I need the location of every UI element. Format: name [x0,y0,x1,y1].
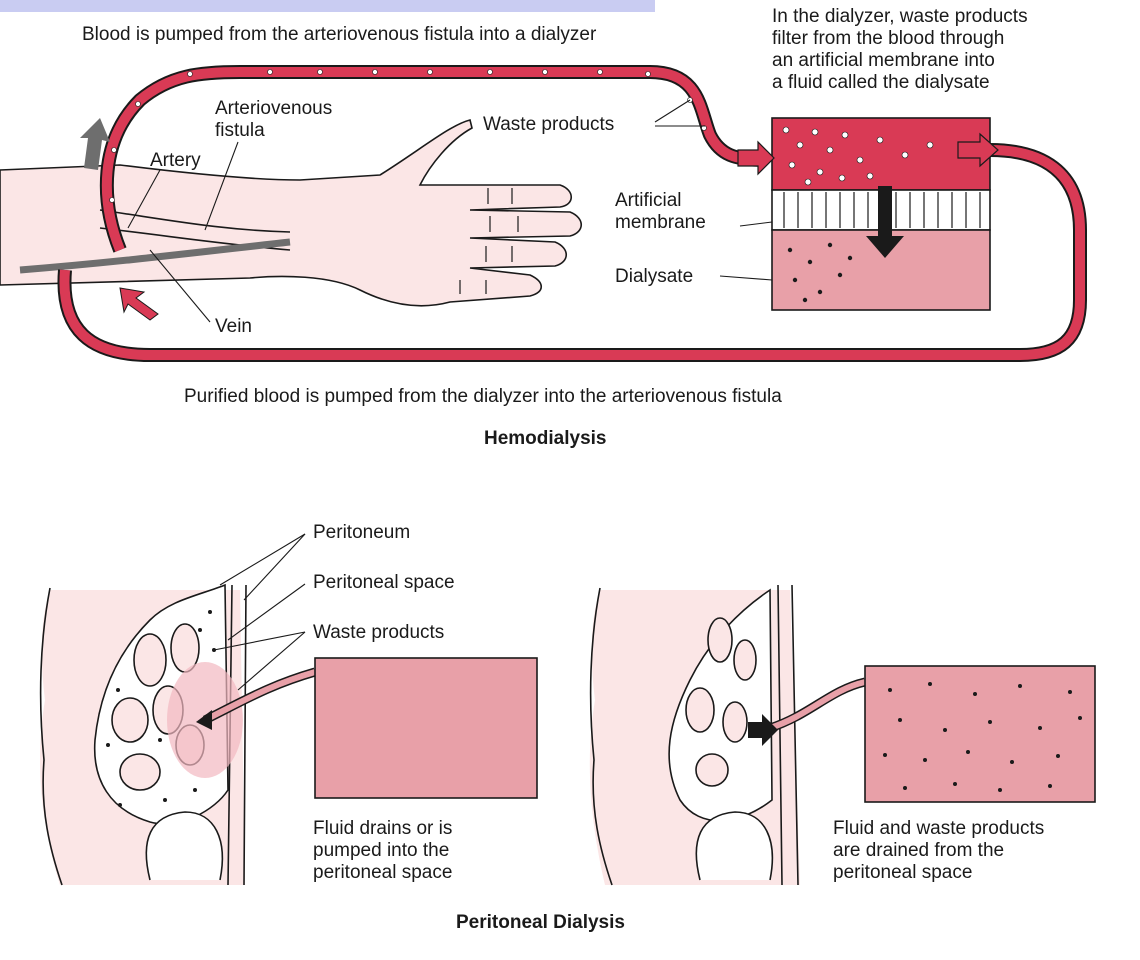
waste-particles-dialysate [787,242,853,303]
hemo-caption-top: Blood is pumped from the arteriovenous f… [82,24,597,45]
waste-particles-dialyzer [782,126,934,186]
inlet-arrow [737,140,775,176]
dialyzer-caption: In the dialyzer, waste products filter f… [772,6,1028,93]
body-outline-right [589,587,613,886]
label-artery: Artery [150,150,201,171]
hemo-leader-lines [127,99,773,323]
label-waste-products-peritoneal: Waste products [313,622,445,643]
peritoneal-dialysis-title: Peritoneal Dialysis [456,912,625,933]
label-peritoneum: Peritoneum [313,522,411,543]
outflow-arrow [80,118,110,170]
fistula-tube [19,238,291,274]
label-peritoneal-space: Peritoneal space [313,572,455,593]
dialyzer-blood-chamber [771,117,991,191]
artery-vessel [99,209,291,233]
infusion-arrow [196,710,212,730]
label-fistula: Arteriovenous fistula [215,98,333,141]
highlight-band [0,0,655,12]
waste-dots-left [106,610,216,807]
filtration-arrow [866,186,904,258]
intestine-loops-right [685,617,757,787]
inflow-arrow [119,287,159,321]
body-outline-left [39,587,63,886]
abdominal-wall-right [777,584,799,886]
label-dialysate: Dialysate [615,266,694,287]
hemodialysis-title: Hemodialysis [484,428,607,449]
label-vein: Vein [215,316,252,337]
drain-arrow [748,714,778,746]
drained-bag [864,665,1096,803]
caption-fluid-drain: Fluid and waste products are drained fro… [833,818,1045,883]
dialysate-bag-fill [314,657,538,799]
finger-creases [459,188,519,294]
peritoneal-leader-lines [213,533,306,691]
caption-fluid-fill: Fluid drains or is pumped into the perit… [313,818,453,883]
outlet-arrow [957,132,999,168]
intestine-loops-left [111,623,205,791]
label-waste-products-hemo: Waste products [483,114,615,135]
bladder-right [695,811,774,881]
waste-dots-bag [883,682,1082,792]
label-artificial-membrane: Artificial membrane [615,190,706,233]
bladder-left [145,811,224,881]
hemo-caption-bottom: Purified blood is pumped from the dialyz… [184,386,782,407]
